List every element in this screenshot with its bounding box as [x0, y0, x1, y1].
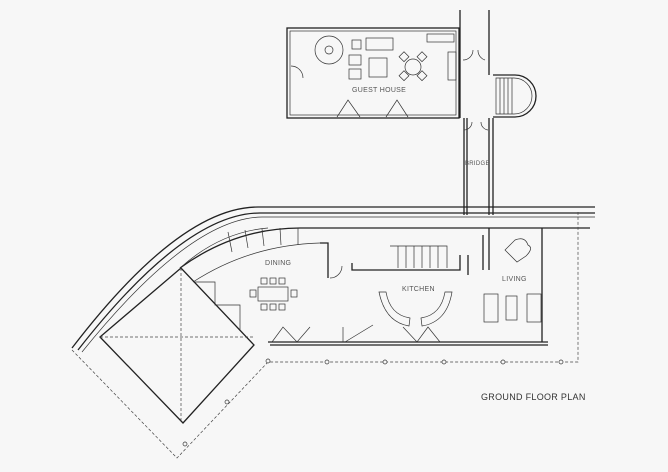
- coffee-table-living: [505, 295, 518, 321]
- spiral-stair: [314, 35, 344, 65]
- grand-piano: [504, 238, 531, 263]
- label-living: LIVING: [502, 276, 527, 283]
- sofa-left: [483, 293, 499, 323]
- dining-table: [257, 286, 289, 302]
- coffee-table: [368, 57, 388, 78]
- plan-title: GROUND FLOOR PLAN: [481, 392, 586, 402]
- guest-house: [286, 27, 460, 119]
- bridge: [459, 10, 537, 215]
- main-house: [71, 206, 595, 459]
- label-kitchen: KITCHEN: [402, 286, 435, 293]
- label-guest-house: GUEST HOUSE: [352, 87, 407, 94]
- label-bridge: BRIDGE: [465, 161, 490, 167]
- sofa: [365, 37, 394, 51]
- label-dining: DINING: [265, 260, 292, 267]
- kitchen-counter-right: [420, 291, 453, 327]
- kitchen-counter-left: [378, 291, 411, 327]
- round-table: [404, 58, 422, 76]
- sofa-right: [526, 293, 542, 323]
